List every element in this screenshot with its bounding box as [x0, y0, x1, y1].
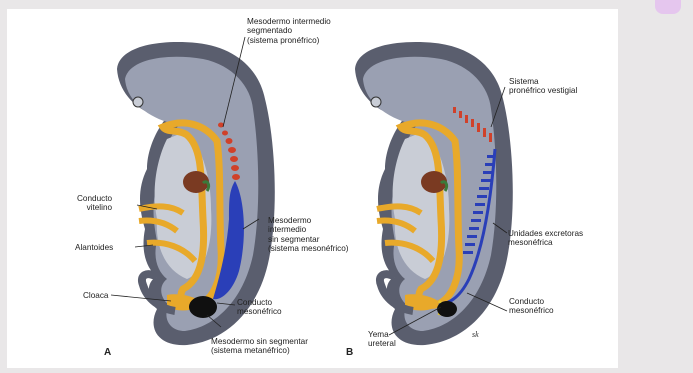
panel-label-a: A [104, 347, 111, 358]
label-mesodermo-segmentado: Mesodermo intermedio segmentado (sistema… [247, 17, 331, 45]
embryo-a-metanephric-mass [189, 296, 217, 318]
corner-tab [655, 0, 681, 14]
label-yema-ureteral: Yema ureteral [368, 330, 396, 349]
label-mesodermo-metanefrico: Mesodermo sin segmentar (sistema metanéf… [211, 337, 308, 356]
label-conducto-mesonefrico-b: Conducto mesonéfrico [509, 297, 554, 316]
label-mesodermo-sin-segmentar: Mesodermo intermedio sin segmentar (sist… [268, 216, 349, 254]
embryo-b-metanephric-mass [437, 301, 457, 317]
panel-label-b: B [346, 347, 353, 358]
label-conducto-mesonefrico-a: Conducto mesonéfrico [237, 298, 282, 317]
embryo-a-eye [133, 97, 143, 107]
embryo-b [355, 42, 513, 345]
label-alantoides: Alantoides [75, 243, 113, 252]
label-conducto-vitelino: Conducto vitelino [77, 194, 112, 213]
embryo-b-eye [371, 97, 381, 107]
label-sistema-pronefrico: Sistema pronéfrico vestigial [509, 77, 577, 96]
signature: sk [472, 330, 479, 339]
figure-canvas: sk Mesodermo intermedio segmentado (sist… [7, 9, 618, 368]
label-unidades-excretoras: Unidades excretoras mesonéfrica [508, 229, 583, 248]
label-cloaca: Cloaca [83, 291, 109, 300]
